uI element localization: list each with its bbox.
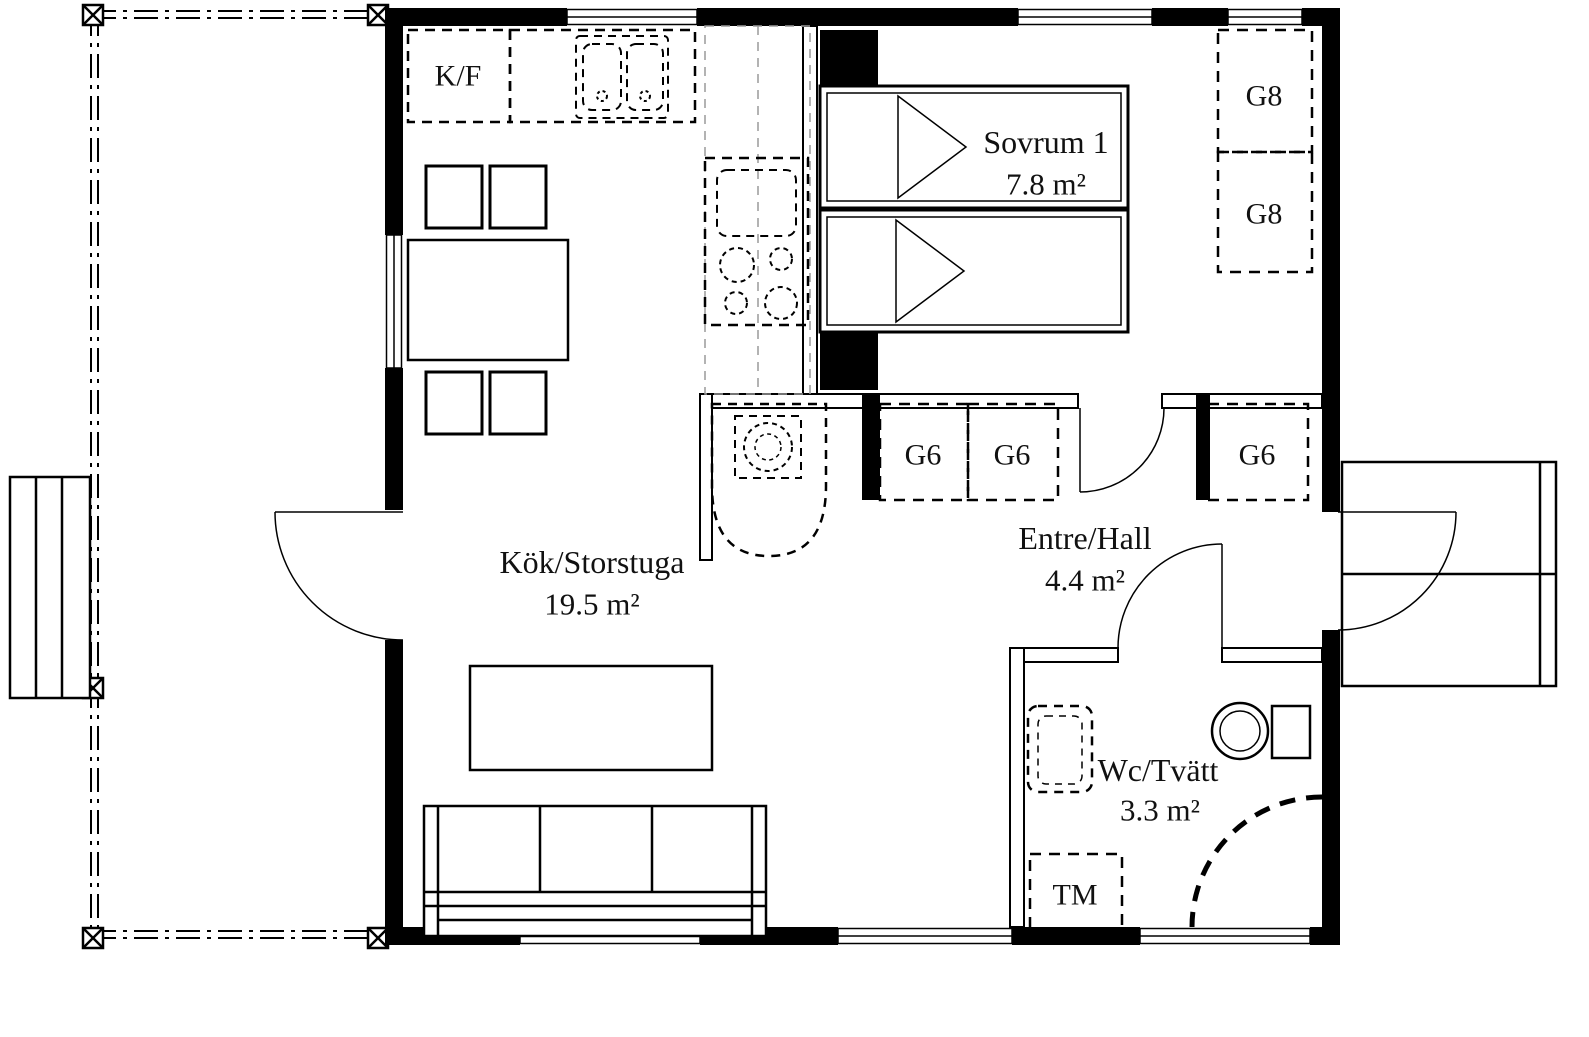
window xyxy=(385,234,403,369)
left-entrance-steps xyxy=(8,475,92,700)
wardrobe-g6-mid xyxy=(966,402,1060,502)
entry-door-left xyxy=(274,511,404,641)
coffee-table xyxy=(468,664,714,772)
deck-railing xyxy=(90,10,385,940)
chair xyxy=(488,370,548,436)
pillow-fold-icon xyxy=(897,94,968,200)
chair xyxy=(488,164,548,230)
kitchen-name-label: Kök/Storstuga xyxy=(500,544,685,580)
wall-hall-wc-left xyxy=(1023,647,1119,663)
window xyxy=(1017,8,1153,26)
pier xyxy=(820,332,878,390)
wall-hall-wc-right xyxy=(1221,647,1323,663)
pier xyxy=(820,30,878,86)
living-furniture xyxy=(422,664,768,938)
bed-1 xyxy=(818,84,1130,210)
window xyxy=(566,8,698,26)
post-icon xyxy=(81,3,105,27)
wardrobe-g6-mid-label: G6 xyxy=(994,439,1031,472)
chair xyxy=(424,164,484,230)
dining-set xyxy=(406,164,570,436)
entry-door-right xyxy=(1337,511,1457,631)
shower-curtain-arc xyxy=(1189,794,1323,928)
bedroom-name-label: Sovrum 1 xyxy=(983,124,1108,160)
wall-segment xyxy=(385,8,403,235)
wardrobe-g8-upper xyxy=(1216,28,1314,154)
sink-icon xyxy=(575,35,669,119)
washing-machine-unit xyxy=(1028,852,1124,934)
bedroom-furniture xyxy=(818,84,1130,334)
fridge-freezer-unit xyxy=(406,28,512,124)
wardrobe-g8-upper-label: G8 xyxy=(1246,80,1283,113)
wall-piers xyxy=(820,30,1210,500)
wall-stove-niche xyxy=(699,393,713,561)
kitchen-area-label: 19.5 m² xyxy=(544,587,639,622)
chair xyxy=(424,370,484,436)
wardrobes xyxy=(878,28,1314,502)
pillow-fold-icon xyxy=(895,218,966,324)
exterior-walls xyxy=(385,8,1340,945)
post-icon xyxy=(81,926,105,950)
wardrobe-g8-lower-label: G8 xyxy=(1246,198,1283,231)
kitchen-fixtures xyxy=(406,25,828,558)
wall-bedroom-hall-left xyxy=(699,393,1079,409)
pier xyxy=(862,394,880,500)
window xyxy=(1227,8,1303,26)
wall-segment xyxy=(1012,927,1140,945)
kitchen-counter xyxy=(508,28,697,124)
bedroom-door xyxy=(1079,407,1165,493)
wc-door xyxy=(1117,543,1223,649)
bed-2 xyxy=(818,208,1130,334)
wardrobe-g6-right xyxy=(1206,402,1310,502)
wall-wc-left xyxy=(1009,647,1025,928)
wall-bedroom-hall-right xyxy=(1161,393,1323,409)
window xyxy=(837,927,1013,945)
wardrobe-g6-left-label: G6 xyxy=(905,439,942,472)
deck-posts xyxy=(81,3,390,950)
pier xyxy=(1196,394,1210,500)
wc-fixtures xyxy=(1026,701,1323,934)
bedroom-area-label: 7.8 m² xyxy=(1006,167,1086,202)
fridge-freezer-label: K/F xyxy=(435,60,482,93)
dining-table xyxy=(406,238,570,362)
wood-stove-icon xyxy=(710,402,828,558)
washbasin-icon xyxy=(1026,704,1094,794)
wall-segment xyxy=(1152,8,1228,26)
wall-segment xyxy=(697,8,1018,26)
post-icon xyxy=(366,926,390,950)
window xyxy=(1139,927,1311,945)
wall-segment xyxy=(385,640,403,945)
wardrobe-g6-right-label: G6 xyxy=(1239,439,1276,472)
stove-icon xyxy=(703,156,810,327)
wc-area-label: 3.3 m² xyxy=(1120,793,1200,828)
wardrobe-g8-lower xyxy=(1216,150,1314,274)
wall-segment xyxy=(385,368,403,510)
sofa xyxy=(422,804,768,938)
doors xyxy=(274,407,1457,649)
hall-name-label: Entre/Hall xyxy=(1018,520,1151,556)
washing-machine-label: TM xyxy=(1053,879,1098,912)
wall-segment xyxy=(385,8,567,26)
counter-ghost-lines xyxy=(704,25,811,395)
toilet-icon xyxy=(1210,701,1312,761)
right-entrance-steps xyxy=(1340,460,1558,688)
wc-name-label: Wc/Tvätt xyxy=(1098,752,1219,788)
hall-area-label: 4.4 m² xyxy=(1045,563,1125,598)
wall-segment xyxy=(1322,8,1340,512)
wall-segment xyxy=(1322,630,1340,945)
